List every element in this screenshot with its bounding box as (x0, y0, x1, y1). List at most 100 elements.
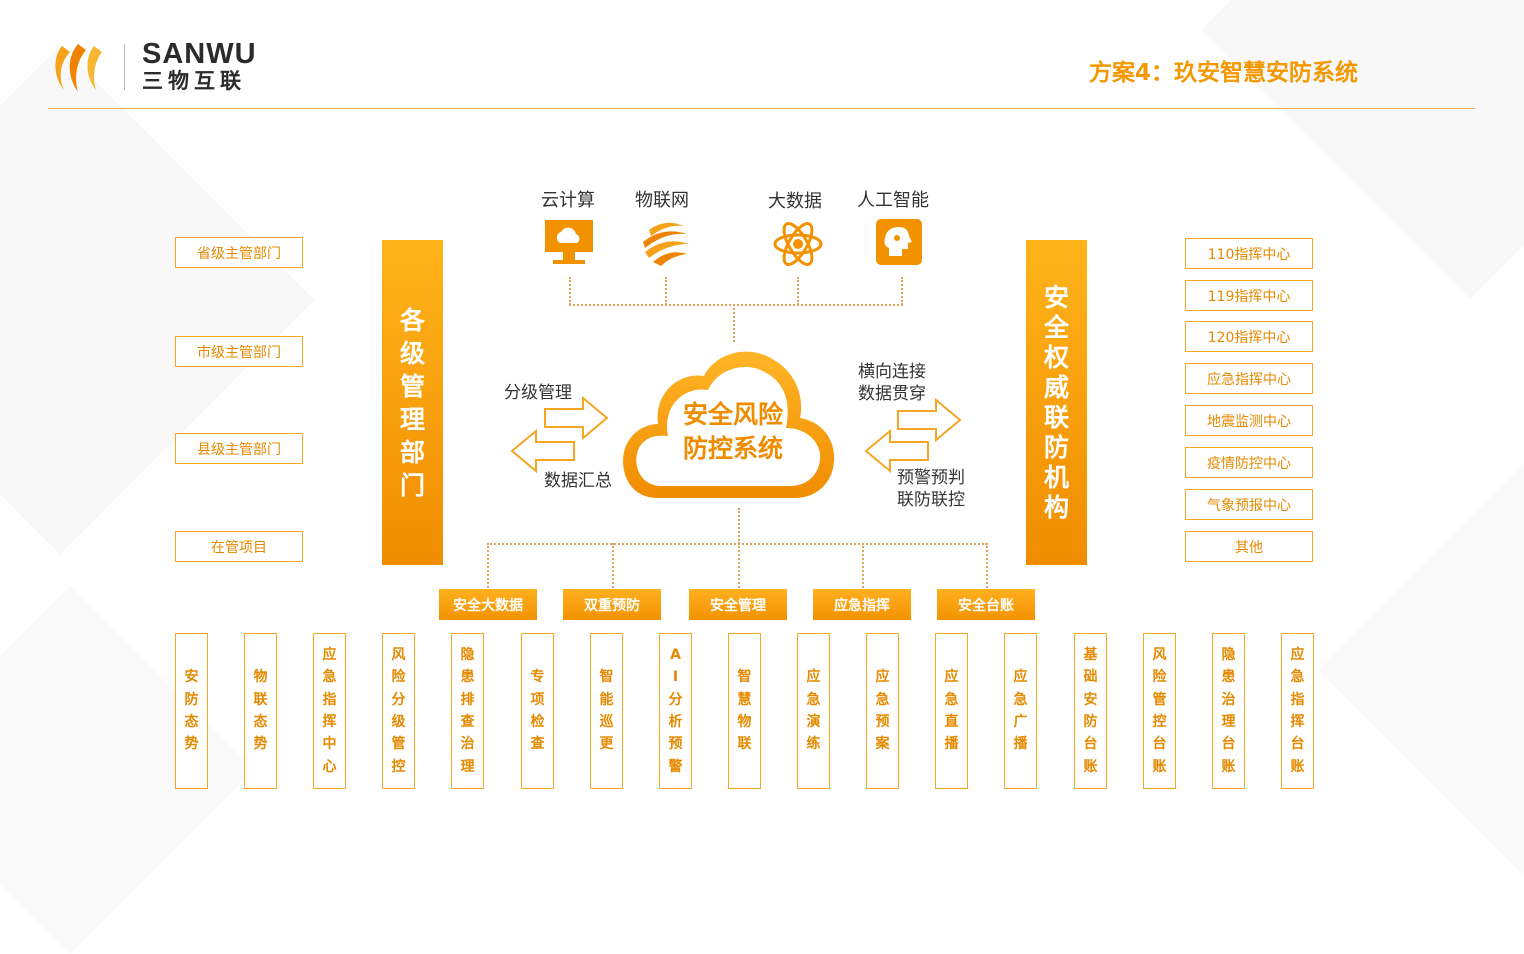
left-box-province: 省级主管部门 (175, 237, 303, 268)
column-char: 险 (391, 669, 406, 686)
column-char: 急 (1290, 669, 1305, 686)
connector-line (738, 543, 740, 588)
column-char: 账 (1290, 758, 1305, 775)
center-line-2: 防控系统 (682, 434, 783, 463)
column-char: 应 (806, 669, 821, 686)
background-shape (0, 45, 315, 555)
column-char: 能 (599, 691, 614, 708)
bar-char: 防 (1043, 432, 1069, 462)
bar-char: 权 (1043, 342, 1069, 372)
column-char: 态 (253, 714, 268, 730)
flow-line: 联防联控 (897, 490, 965, 510)
brand-name-en: SANWU (142, 38, 257, 70)
column-char: 检 (530, 714, 545, 730)
column-char: 播 (1013, 736, 1028, 753)
column-char: 巡 (599, 714, 614, 730)
center-line-1: 安全风险 (682, 400, 783, 429)
column-char: 台 (1221, 736, 1236, 753)
flow-line: 预警预判 (897, 468, 965, 488)
column-char: 管 (1152, 691, 1167, 708)
flow-line: 数据贯穿 (858, 384, 926, 404)
page-title: 方案4：玖安智慧安防系统 (1088, 60, 1358, 86)
connector-line (569, 304, 903, 306)
column-char: 应 (322, 647, 337, 664)
category-safety-ledger: 安全台账 (937, 589, 1035, 620)
arrow-left-icon (864, 428, 929, 474)
bar-char: 部 (399, 437, 425, 467)
right-box-110: 110指挥中心 (1185, 238, 1313, 269)
background-shape (1317, 457, 1524, 883)
column-char: 势 (184, 736, 199, 753)
column-char: 物 (737, 714, 752, 730)
column-char: 础 (1083, 669, 1098, 686)
column-char: 控 (1152, 714, 1167, 730)
bar-char: 威 (1043, 372, 1069, 402)
column-char: A (670, 647, 681, 664)
right-box-119: 119指挥中心 (1185, 280, 1313, 311)
brand-name-cn: 三物互联 (142, 69, 246, 93)
bar-char: 门 (399, 470, 425, 500)
column-char: 分 (668, 691, 683, 708)
atom-icon (773, 222, 823, 266)
bar-char: 安 (1043, 282, 1069, 312)
column-char: 隐 (460, 647, 475, 664)
category-safety-bigdata: 安全大数据 (439, 589, 537, 620)
connector-line (901, 277, 903, 305)
column-char: 应 (1290, 647, 1305, 664)
function-column: 物联态势 (244, 633, 277, 789)
connector-line (738, 508, 740, 544)
column-char: 急 (944, 691, 959, 708)
column-char: 安 (184, 669, 199, 686)
column-char: 挥 (322, 714, 337, 730)
bar-char: 构 (1043, 492, 1069, 522)
column-char: 警 (668, 758, 683, 775)
function-column: 基础安防台账 (1074, 633, 1107, 789)
connector-line (612, 543, 614, 588)
column-char: 理 (1221, 714, 1236, 730)
column-char: 风 (391, 647, 406, 664)
management-departments-bar: 各 级 管 理 部 门 (382, 240, 443, 565)
sanwu-logo-icon (55, 44, 102, 92)
column-char: 控 (391, 758, 406, 775)
function-column: 风险分级管控 (382, 633, 415, 789)
column-char: 中 (322, 736, 337, 753)
right-box-other: 其他 (1185, 531, 1313, 562)
iot-sphere-icon (643, 222, 689, 266)
monitor-cloud-icon (545, 220, 593, 264)
bar-char: 联 (1043, 402, 1069, 432)
column-char: 患 (1221, 669, 1236, 686)
column-char: 台 (1152, 736, 1167, 753)
column-char: 查 (530, 736, 545, 753)
arrow-right-icon (897, 397, 962, 443)
connector-line (569, 277, 571, 305)
bar-char: 机 (1043, 462, 1069, 492)
column-char: 联 (253, 691, 268, 708)
flow-label-warning: 预警预判 联防联控 (897, 467, 965, 511)
column-char: 更 (599, 736, 614, 753)
arrow-right-icon (544, 395, 609, 441)
tech-label-iot: 物联网 (635, 190, 689, 211)
arrow-left-icon (510, 428, 575, 474)
function-column: 应急广播 (1004, 633, 1037, 789)
column-char: 风 (1152, 647, 1167, 664)
tech-label-ai: 人工智能 (857, 190, 929, 211)
column-char: 播 (944, 736, 959, 753)
column-char: 物 (253, 669, 268, 686)
ai-head-icon (876, 219, 922, 265)
column-char: 患 (460, 669, 475, 686)
left-box-city: 市级主管部门 (175, 336, 303, 367)
connector-line (797, 277, 799, 305)
column-char: 防 (184, 691, 199, 708)
column-char: 险 (1152, 669, 1167, 686)
column-char: 治 (1221, 691, 1236, 708)
flow-label-tiered: 分级管理 (504, 383, 572, 403)
column-char: 台 (1290, 736, 1305, 753)
bar-char: 理 (399, 404, 425, 434)
column-char: 挥 (1290, 714, 1305, 730)
column-char: 项 (530, 691, 545, 708)
bar-char: 各 (399, 305, 425, 335)
connector-line (487, 543, 987, 545)
center-system-title: 安全风险 防控系统 (660, 398, 806, 466)
column-char: 账 (1083, 758, 1098, 775)
